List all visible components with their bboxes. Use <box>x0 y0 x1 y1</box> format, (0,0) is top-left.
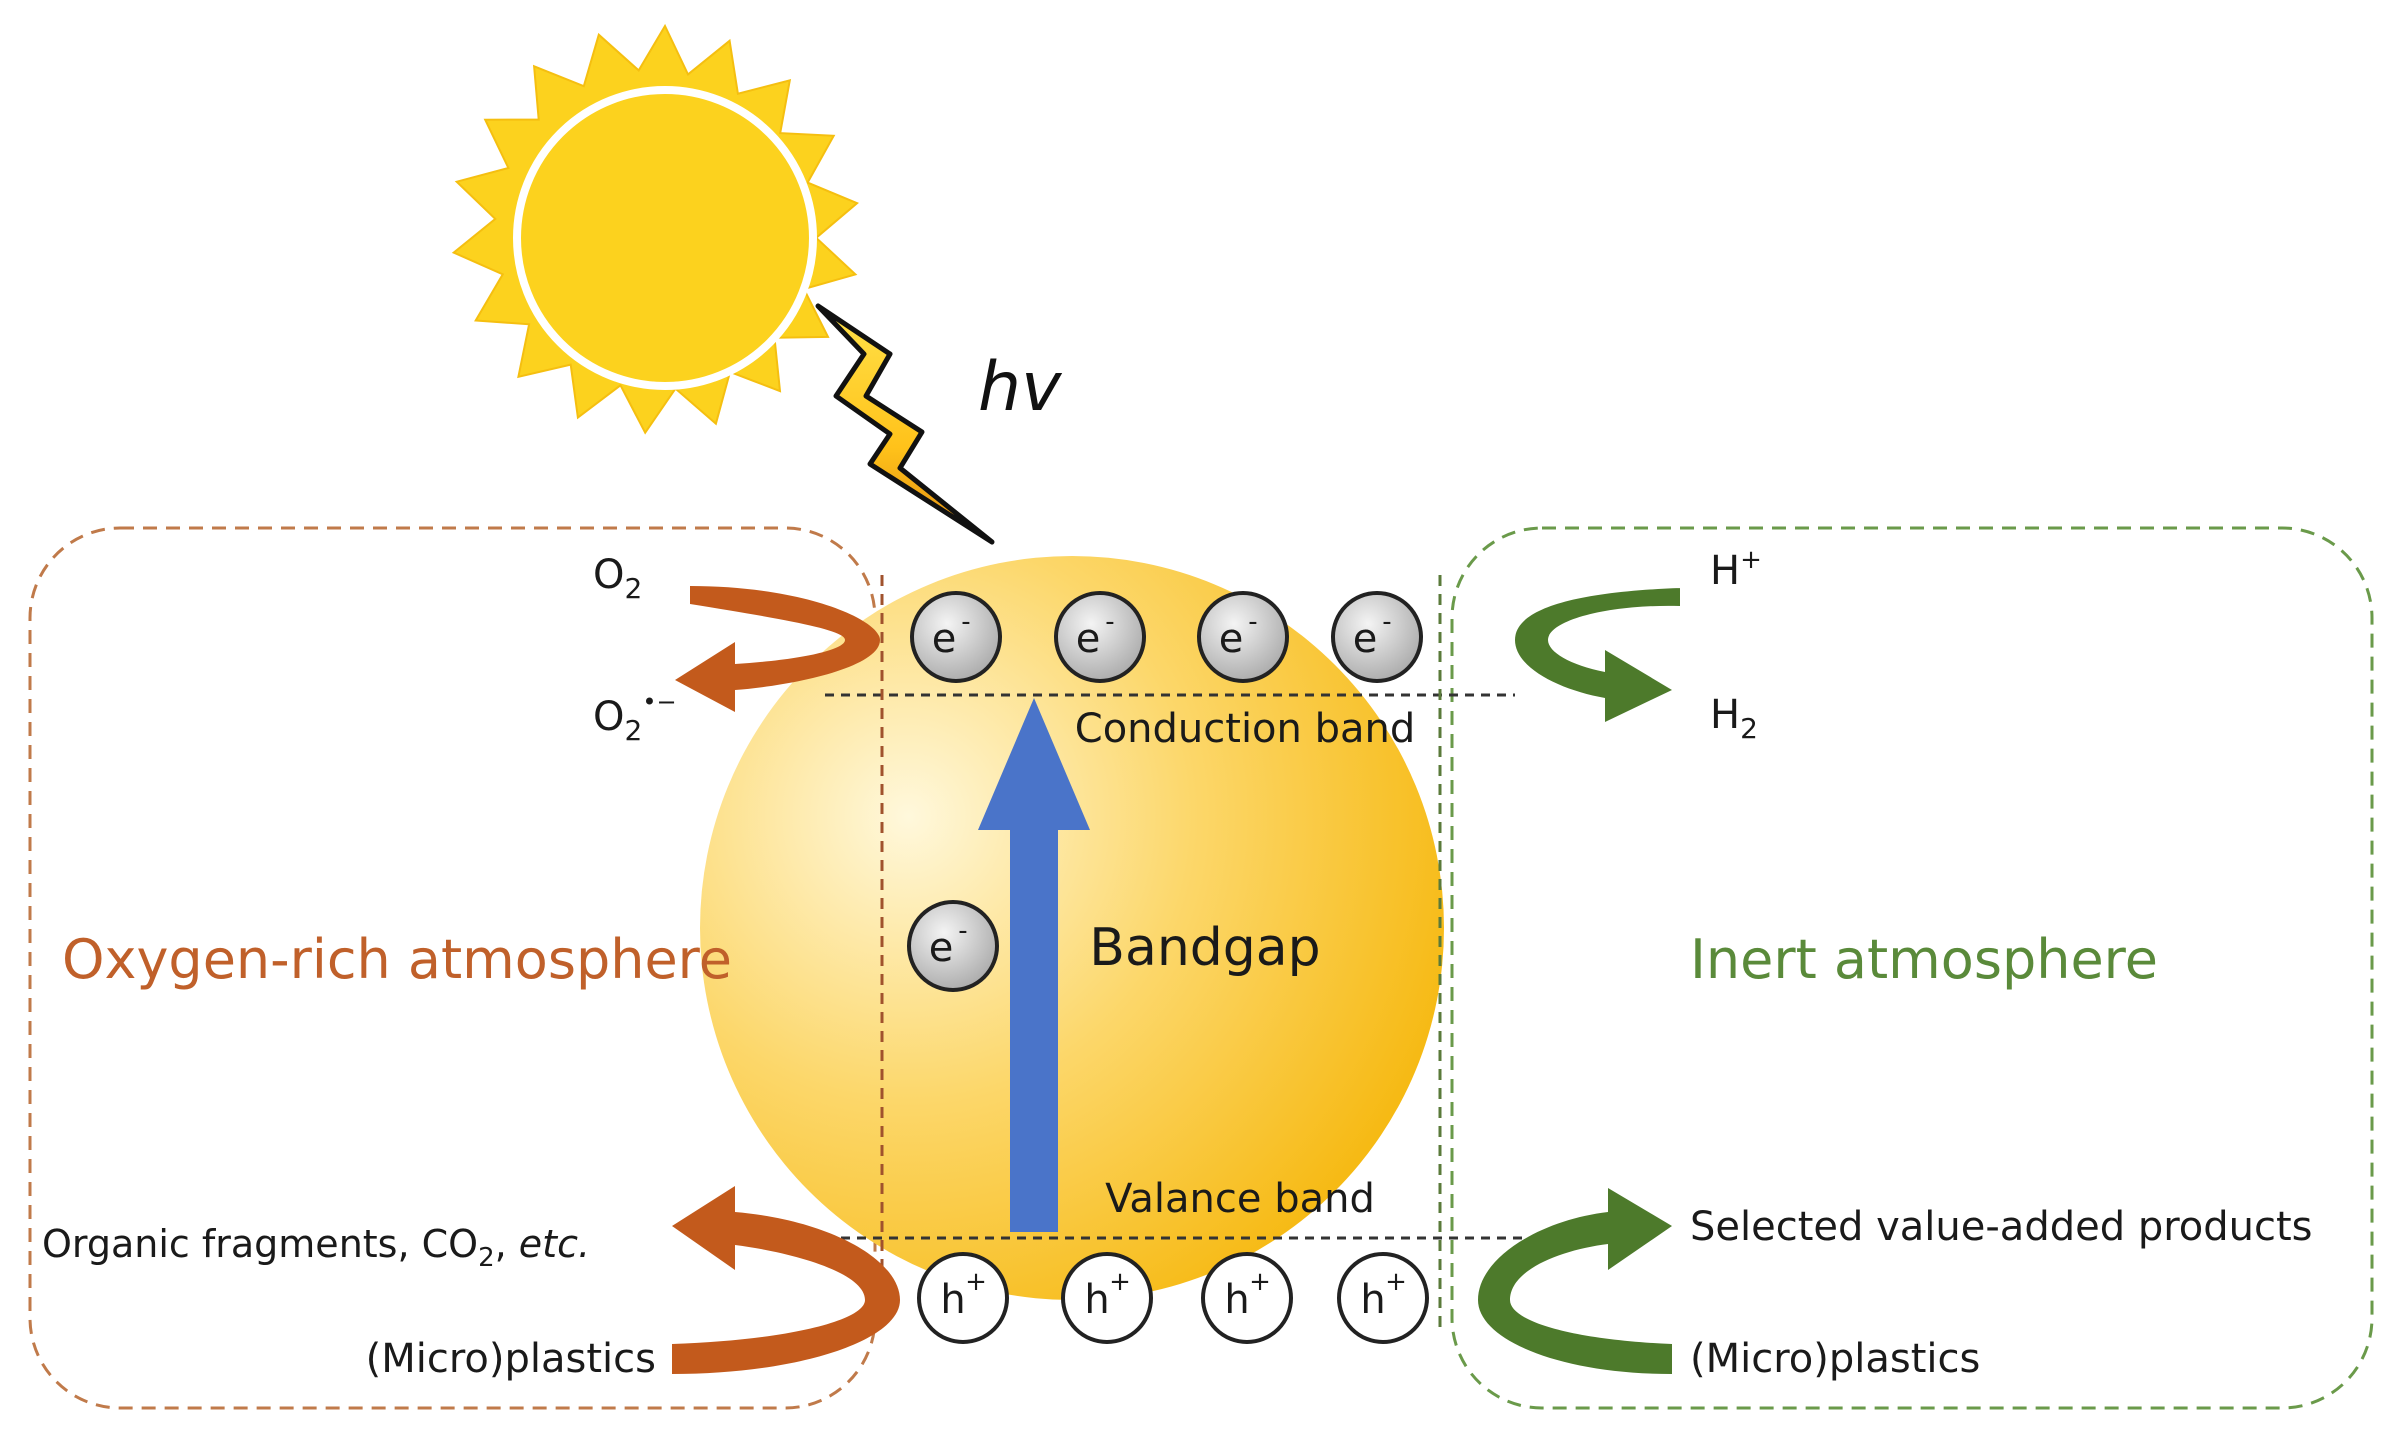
hole-3: h + <box>1201 1252 1293 1344</box>
inert-region <box>1450 526 2374 1410</box>
svg-text:e: e <box>1076 616 1101 662</box>
conduction-band-label: Conduction band <box>1075 706 1415 752</box>
hole-1: h + <box>917 1252 1009 1344</box>
svg-text:h: h <box>940 1277 965 1323</box>
svg-text:-: - <box>958 916 967 946</box>
svg-text:-: - <box>1248 607 1257 637</box>
value-added-products-label: Selected value-added products <box>1690 1204 2313 1250</box>
hole-4: h + <box>1337 1252 1429 1344</box>
electron-2: e - <box>1054 591 1146 683</box>
excitation-arrow <box>978 698 1090 1232</box>
sun-icon <box>451 23 859 435</box>
h2-label: H2 <box>1710 692 1758 745</box>
inert-title: Inert atmosphere <box>1690 928 2158 991</box>
h-reduction-arrow <box>1515 556 1680 722</box>
svg-text:+: + <box>1385 1267 1407 1297</box>
lightning-bolt-icon <box>815 303 995 545</box>
o2-label: O2 <box>593 552 642 605</box>
svg-text:e: e <box>929 925 954 971</box>
svg-text:h: h <box>1084 1277 1109 1323</box>
bandgap-label: Bandgap <box>1089 918 1320 978</box>
superoxide-label: O2•− <box>593 688 677 747</box>
oxidation-products-label: Organic fragments, CO2, etc. <box>42 1222 590 1273</box>
valence-band-label: Valance band <box>1105 1176 1375 1222</box>
svg-text:h: h <box>1360 1277 1385 1323</box>
left-plastics-label: (Micro)plastics <box>366 1336 656 1382</box>
electron-1: e - <box>910 591 1002 683</box>
svg-text:e: e <box>932 616 957 662</box>
electron-4: e - <box>1331 591 1423 683</box>
electron-3: e - <box>1197 591 1289 683</box>
oxygen-rich-title: Oxygen-rich atmosphere <box>62 928 732 991</box>
electron-row: e - e - e - e - <box>910 591 1423 683</box>
svg-text:e: e <box>1219 616 1244 662</box>
hplus-label: H+ <box>1710 545 1762 594</box>
plastic-conversion-arrow <box>1478 1188 1672 1374</box>
photocatalyst-particle <box>700 556 1444 1300</box>
right-plastics-label: (Micro)plastics <box>1690 1336 1980 1382</box>
electron-bandgap: e - <box>907 900 999 992</box>
hole-2: h + <box>1061 1252 1153 1344</box>
svg-text:h: h <box>1224 1277 1249 1323</box>
plastic-oxidation-arrow <box>672 1186 900 1374</box>
o2-reduction-arrow <box>675 556 880 712</box>
svg-text:+: + <box>965 1267 987 1297</box>
svg-text:+: + <box>1109 1267 1131 1297</box>
hole-row: h + h + h + h + <box>917 1252 1429 1344</box>
svg-text:-: - <box>1382 607 1391 637</box>
svg-text:e: e <box>1353 616 1378 662</box>
svg-text:-: - <box>961 607 970 637</box>
svg-text:+: + <box>1249 1267 1271 1297</box>
svg-text:-: - <box>1105 607 1114 637</box>
photon-label: hv <box>978 348 1063 427</box>
